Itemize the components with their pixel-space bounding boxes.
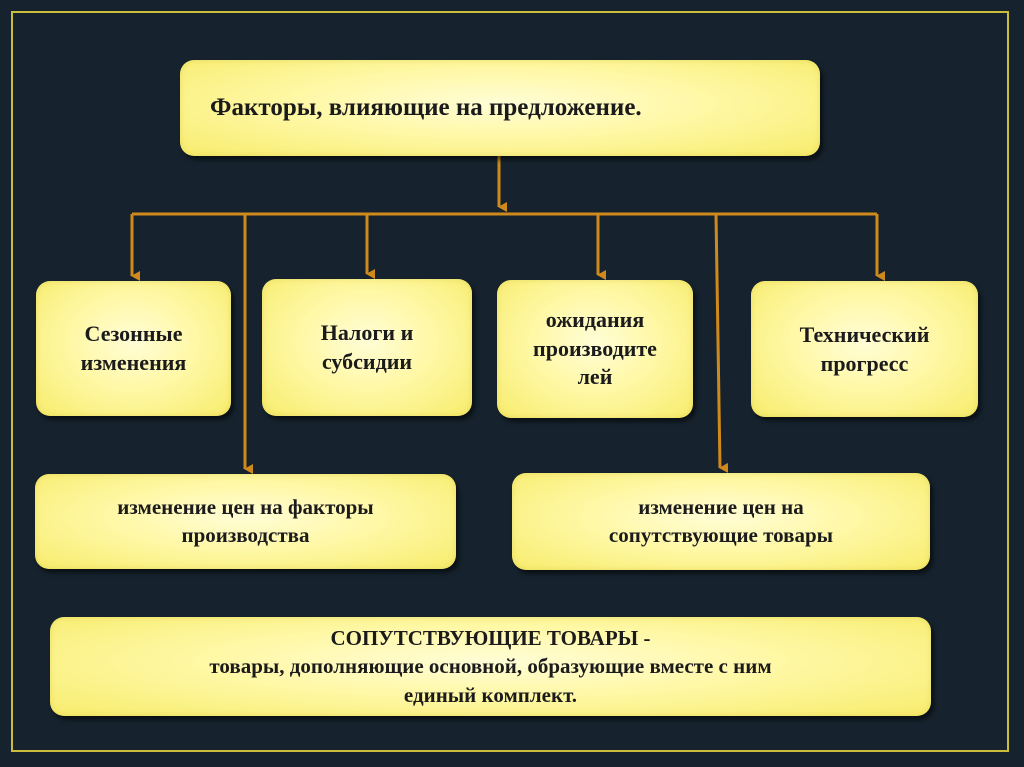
factor-box-factor-prices: изменение цен на факторы производства [35,474,456,569]
definition-term: СОПУТСТВУЮЩИЕ ТОВАРЫ - [330,625,651,650]
factor-box-tech-progress: Технический прогресс [751,281,978,417]
root-box: Факторы, влияющие на предложение. [180,60,820,156]
definition-text: товары, дополняющие основной, образующие… [209,654,772,707]
slide-frame [11,11,1009,752]
factor-label: изменение цен на факторы производства [117,495,374,547]
factor-label: ожидания производите лей [533,307,657,390]
definition-box: СОПУТСТВУЮЩИЕ ТОВАРЫ - товары, дополняющ… [50,617,931,716]
factor-label: Технический прогресс [799,322,930,376]
factor-box-expectations: ожидания производите лей [497,280,693,418]
factor-label: Сезонные изменения [80,320,187,375]
factor-box-taxes: Налоги и субсидии [262,279,472,416]
factor-label: изменение цен на сопутствующие товары [608,495,834,547]
connector-to-related-goods [714,213,729,473]
factor-label: Налоги и субсидии [320,319,414,374]
factor-box-seasonal: Сезонные изменения [36,281,231,416]
factor-box-related-goods-prices: изменение цен на сопутствующие товары [512,473,930,570]
root-label: Факторы, влияющие на предложение. [210,93,642,121]
